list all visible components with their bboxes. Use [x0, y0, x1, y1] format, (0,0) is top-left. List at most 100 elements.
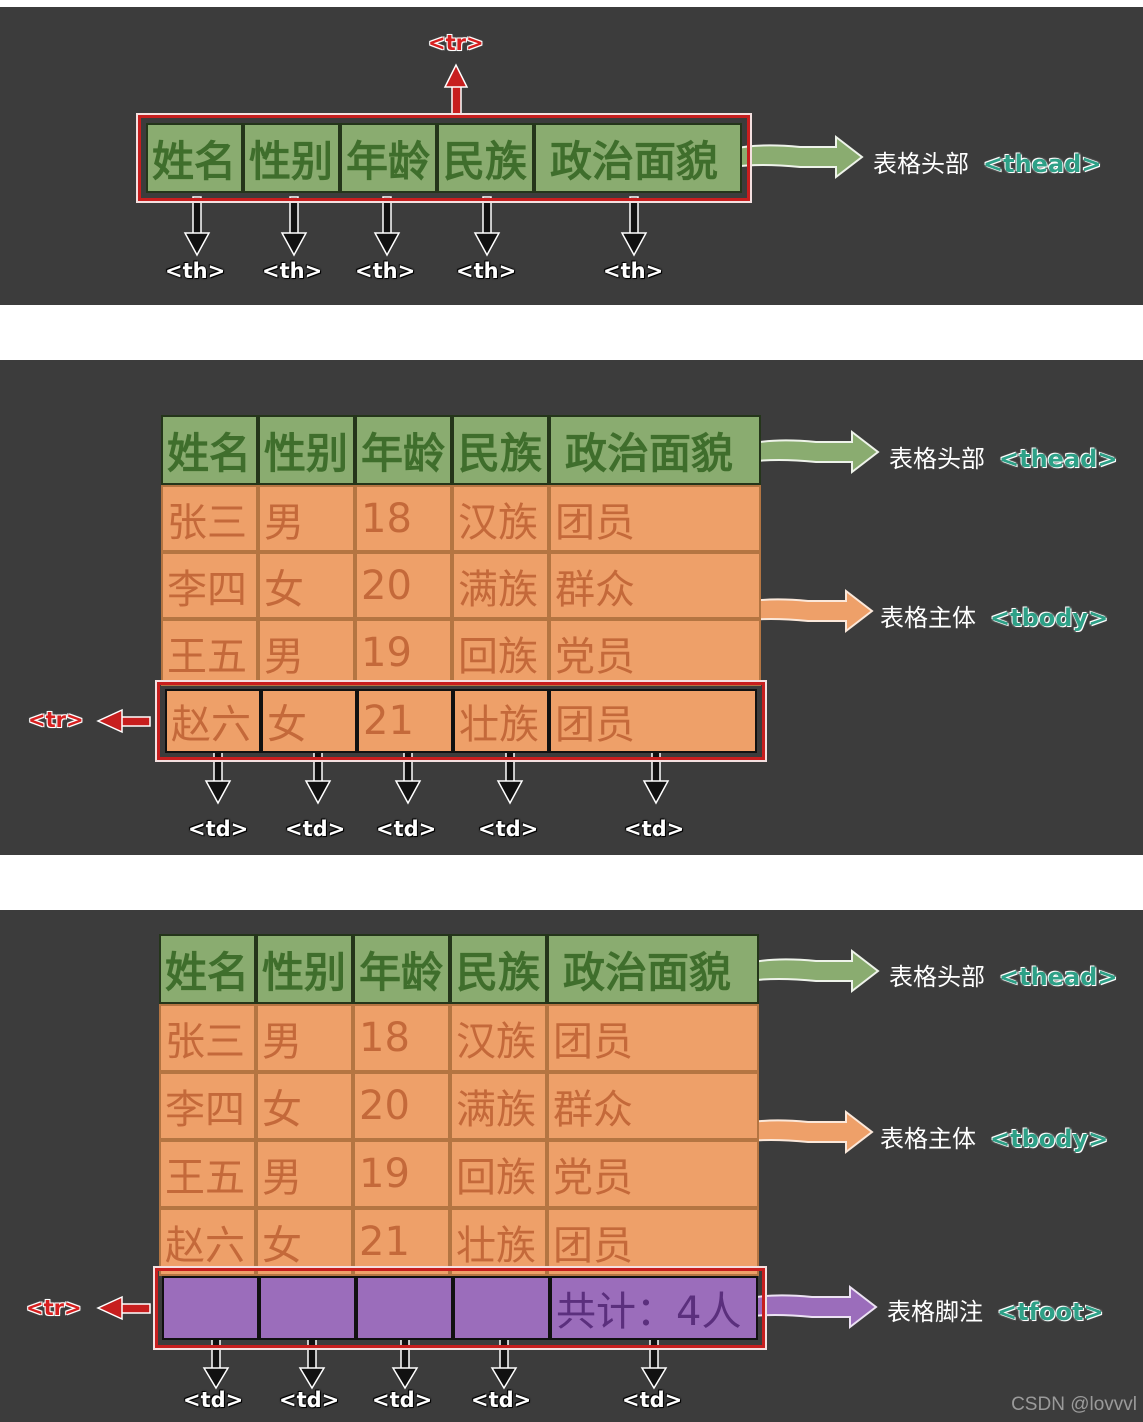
th-cell: 政治面貌	[547, 934, 759, 1004]
thead-row: 姓名 性别 年龄 民族 政治面貌	[146, 123, 742, 193]
td-cell: 男	[256, 1140, 353, 1208]
td-cell: 王五	[159, 1140, 256, 1208]
td-tag: <td>	[624, 817, 685, 841]
panel-tfoot-diagram: 姓名 性别 年龄 民族 政治面貌 张三 男 18 汉族 团员 李四 女 20 满…	[0, 910, 1143, 1422]
td-tag: <td>	[279, 1388, 340, 1412]
th-cell: 民族	[452, 415, 549, 485]
tbody-label: 表格主体<tbody>	[880, 598, 1108, 633]
td-cell: 团员	[549, 485, 761, 552]
td-cell: 21	[353, 1208, 450, 1276]
panel3-arrows	[96, 948, 880, 1390]
panel2-arrows	[96, 429, 880, 805]
td-cell: 21	[357, 689, 453, 753]
th-cell: 姓名	[161, 415, 258, 485]
left-arrow-icon	[96, 1295, 151, 1321]
td-cell: 赵六	[159, 1208, 256, 1276]
up-arrow-icon	[443, 63, 469, 116]
td-cell: 张三	[159, 1004, 256, 1072]
th-tag: <th>	[262, 259, 323, 283]
td-cell: 汉族	[450, 1004, 547, 1072]
td-tag: <td>	[285, 817, 346, 841]
th-cell: 性别	[256, 934, 353, 1004]
tfoot-cell	[162, 1276, 259, 1340]
tbody-row: 张三 男 18 汉族 团员	[161, 485, 761, 552]
th-cell: 年龄	[353, 934, 450, 1004]
tr-tag: <tr>	[26, 1296, 82, 1320]
td-tag: <td>	[188, 817, 249, 841]
tbody-row: 王五 男 19 回族 党员	[159, 1140, 759, 1208]
td-cell: 李四	[161, 552, 258, 619]
td-cell: 壮族	[453, 689, 549, 753]
right-arrow-icon	[739, 1109, 874, 1155]
td-cell: 壮族	[450, 1208, 547, 1276]
thead-label-code: <thead>	[999, 445, 1118, 473]
td-cell: 女	[258, 552, 355, 619]
th-cell: 年龄	[340, 123, 437, 193]
td-cell: 群众	[549, 552, 761, 619]
td-cell: 20	[353, 1072, 450, 1140]
td-cell: 李四	[159, 1072, 256, 1140]
th-cell: 性别	[258, 415, 355, 485]
td-cell: 党员	[547, 1140, 759, 1208]
td-tag: <td>	[183, 1388, 244, 1412]
td-tag: <td>	[478, 817, 539, 841]
tr-highlight-frame	[136, 113, 752, 203]
td-cell: 回族	[450, 1140, 547, 1208]
td-cell: 18	[353, 1004, 450, 1072]
td-cell: 男	[258, 619, 355, 686]
thead-label: 表格头部 <thead>	[889, 439, 1117, 474]
th-tag: <th>	[355, 259, 416, 283]
td-cell: 满族	[450, 1072, 547, 1140]
tbody-row: 李四 女 20 满族 群众	[161, 552, 761, 619]
td-cell: 赵六	[165, 689, 261, 753]
tfoot-cell	[259, 1276, 356, 1340]
tbody-row: 张三 男 18 汉族 团员	[159, 1004, 759, 1072]
th-cell: 年龄	[355, 415, 452, 485]
td-cell: 男	[256, 1004, 353, 1072]
th-cell: 民族	[450, 934, 547, 1004]
td-cell: 汉族	[452, 485, 549, 552]
td-cell: 团员	[547, 1004, 759, 1072]
tbody-label-text: 表格主体	[880, 1125, 976, 1153]
tfoot-cell	[453, 1276, 550, 1340]
th-tag: <th>	[603, 259, 664, 283]
tr-highlight-frame	[155, 680, 767, 762]
right-arrow-icon	[731, 134, 864, 180]
tbody-label-code: <tbody>	[990, 1125, 1109, 1153]
th-cell: 姓名	[146, 123, 243, 193]
tfoot-label: 表格脚注<tfoot>	[887, 1292, 1104, 1327]
thead-label: 表格头部<thead>	[873, 144, 1101, 179]
thead-label-text: 表格头部	[889, 445, 985, 473]
watermark: CSDN @lovvvl	[1011, 1394, 1137, 1415]
td-cell: 女	[256, 1208, 353, 1276]
td-cell: 女	[261, 689, 357, 753]
td-cell: 男	[258, 485, 355, 552]
td-tag: <td>	[471, 1388, 532, 1412]
td-cell: 群众	[547, 1072, 759, 1140]
th-cell: 性别	[243, 123, 340, 193]
td-cell: 党员	[549, 619, 761, 686]
th-cell: 姓名	[159, 934, 256, 1004]
td-cell: 满族	[452, 552, 549, 619]
td-cell: 回族	[452, 619, 549, 686]
tfoot-row: 共计：4人	[162, 1276, 758, 1340]
th-cell: 政治面貌	[549, 415, 761, 485]
td-tag: <td>	[372, 1388, 433, 1412]
td-cell: 19	[355, 619, 452, 686]
td-tag: <td>	[376, 817, 437, 841]
tr-tag: <tr>	[28, 708, 84, 732]
tfoot-cell	[356, 1276, 453, 1340]
td-cell: 18	[355, 485, 452, 552]
thead-label-text: 表格头部	[873, 150, 969, 178]
td-cell: 团员	[547, 1208, 759, 1276]
tbody-row: 赵六 女 21 壮族 团员	[165, 689, 757, 753]
tfoot-label-text: 表格脚注	[887, 1298, 983, 1326]
td-cell: 19	[353, 1140, 450, 1208]
thead-label: 表格头部<thead>	[889, 957, 1117, 992]
panel-tbody-diagram: 姓名 性别 年龄 民族 政治面貌 张三 男 18 汉族 团员 李四 女 20 满…	[0, 360, 1143, 855]
td-cell: 张三	[161, 485, 258, 552]
td-cell: 20	[355, 552, 452, 619]
thead-label-text: 表格头部	[889, 963, 985, 991]
tbody-row: 赵六 女 21 壮族 团员	[159, 1208, 759, 1276]
td-cell: 女	[256, 1072, 353, 1140]
